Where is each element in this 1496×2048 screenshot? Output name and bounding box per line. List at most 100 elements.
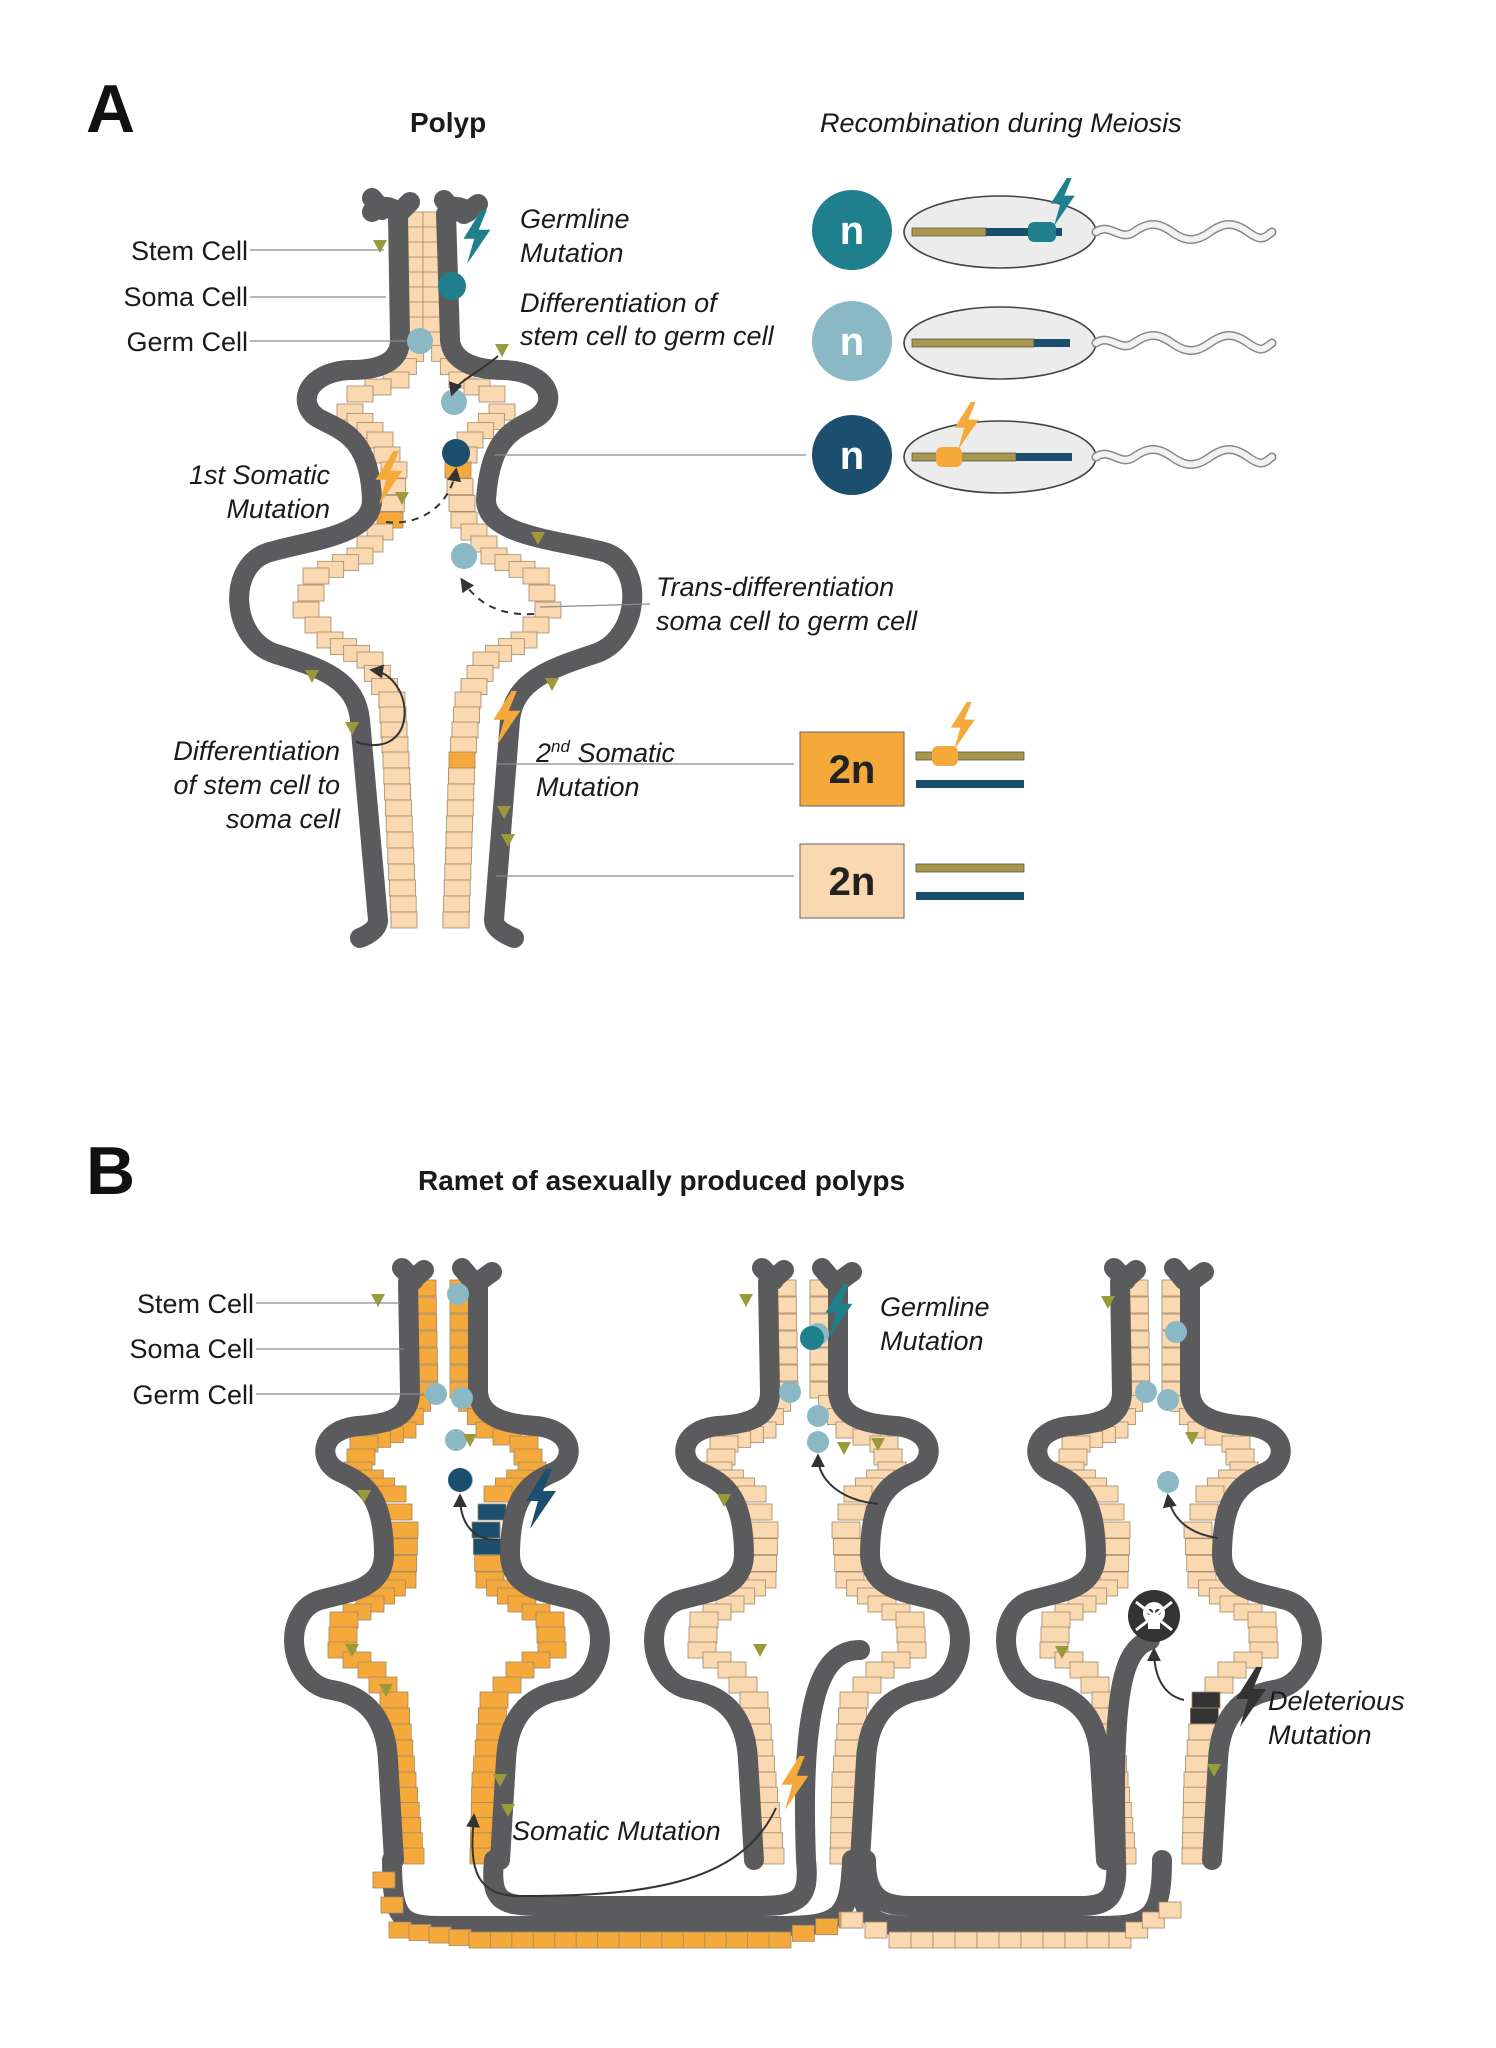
label-germline-mutation-b-2: Mutation [880,1326,984,1356]
soma-cell [382,751,410,769]
arrow-stem-to-soma [355,664,406,746]
soma-cell [575,1931,599,1949]
soma-cell [528,584,556,602]
soma-cell [386,831,414,849]
polyp-wall-right [828,1272,970,1870]
soma-cell [346,385,374,403]
soma-cell [490,1931,513,1949]
label-diff-soma-1: Differentiation [173,736,340,766]
soma-cell [661,1931,685,1949]
soma-cell [1086,1931,1110,1949]
soma-cell [1183,1521,1213,1539]
label-germ-cell-a: Germ Cell [126,327,248,357]
panel-a-letter: A [86,71,135,147]
germ-cell [807,1405,829,1427]
soma-cell [477,1707,507,1725]
soma-cell [428,1926,452,1944]
stolon-wall-outer-1 [382,1850,862,1936]
diploid-box [799,843,905,919]
soma-cell [450,736,477,754]
polyp [1039,1279,1279,1865]
stem-cell [739,1294,753,1307]
soma-cell [454,691,482,709]
soma-cell [387,847,415,865]
soma-cell [297,584,325,602]
soma-cell [390,911,418,929]
polyp-wall-left [996,1272,1132,1870]
soma-cell [535,1611,565,1629]
soma-cell [815,1918,839,1936]
soma-cell [1042,1931,1066,1949]
ramet-polyps [284,1258,1322,1949]
soma-cell [478,385,506,403]
soma-cell [522,567,550,585]
label-trans-2: soma cell to germ cell [656,606,918,636]
soma-cell [831,1521,861,1539]
soma-cell [379,1691,409,1709]
soma-cell [472,1538,502,1556]
germ-cell-teal [438,272,466,300]
arrow-stem-to-germ [448,355,499,397]
soma-cell [451,721,479,739]
stem-cell [497,806,511,819]
soma-cell [511,1931,535,1949]
polyp-walls [284,1258,610,1870]
soma-cell [357,1661,387,1679]
label-trans-1: Trans-differentiation [656,572,894,602]
soma-cell [483,1485,513,1503]
stem-cell [717,1494,731,1507]
soma-cell [1247,1611,1277,1629]
panel-a-title: Polyp [410,107,486,138]
stem-cell [373,240,387,253]
soma-cell [446,815,474,833]
soma-cell [328,1626,358,1644]
stem-cell [871,1438,885,1451]
soma-cell [837,1503,867,1521]
stem-cell [395,492,409,505]
soma-cell [838,1707,867,1725]
germ-cell [1135,1381,1157,1403]
soma-cell [1204,1676,1234,1694]
diploid-mutated: 2n [799,702,1025,807]
soma-cell [536,1626,566,1644]
soma-cell [618,1931,642,1949]
label-germ-cell-b: Germ Cell [132,1380,254,1410]
gamete-3: n [812,402,1277,495]
soma-cell [832,1538,862,1556]
chromosome-navy [916,892,1024,900]
label-germline-mutation-a-2: Mutation [520,238,624,268]
label-diff-soma-3: soma cell [226,804,341,834]
tentacles [752,1258,862,1292]
leader-trans [539,603,651,608]
soma-cell [749,1521,779,1539]
soma-cell [292,601,320,619]
soma-cell [384,799,412,817]
soma-cell [640,1931,663,1949]
arrow-deleterious [1147,1647,1185,1701]
soma-cell [492,1676,522,1694]
germ-cell [447,1283,469,1305]
soma-cell [388,1921,412,1939]
germ-cell [1157,1471,1179,1493]
label-second-somatic-1: 2nd Somatic [535,737,675,768]
germ-cell-dark [442,439,470,467]
arrow-trans-diff [460,577,535,616]
diploid-ploidy: 2n [829,748,876,792]
soma-cell [445,831,473,849]
stem-cells-a [305,240,559,847]
arrow-somatic-spread [466,1807,777,1898]
stem-cell [1185,1432,1199,1445]
gamete-ploidy: n [840,209,864,253]
stem-cell [1055,1646,1069,1659]
arrow-germline-b3 [1162,1493,1219,1539]
soma-cell [998,1931,1022,1949]
gamete-ploidy: n [840,434,864,478]
germ-cell [425,1383,447,1405]
label-stem-cell-a: Stem Cell [131,236,248,266]
gamete-ploidy: n [840,320,864,364]
chromosome-olive [915,863,1025,873]
soma-cell [791,1924,815,1942]
soma-cell [388,879,416,897]
soma-cell [448,494,476,512]
